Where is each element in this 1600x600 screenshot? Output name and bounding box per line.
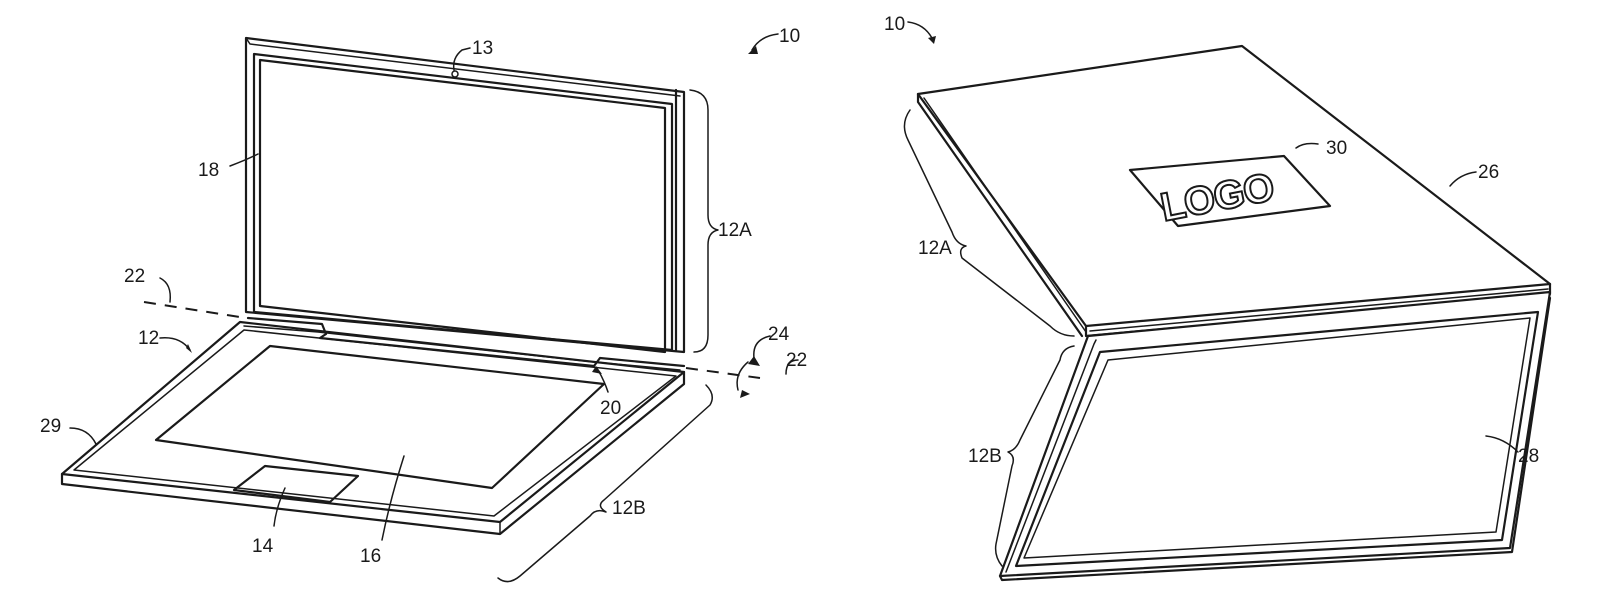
- camera-icon: [451, 70, 459, 78]
- device-arrow-icon: [751, 33, 779, 51]
- label-lower-housing-12B: 12B: [612, 498, 646, 519]
- label-rotation-24: 24: [768, 324, 790, 345]
- label-device-10: 10: [779, 26, 800, 47]
- bracket-12B-right: [994, 345, 1075, 567]
- left-laptop-view: 10 13 18 12A 22 12 24 22 20 29 12B 14 16: [40, 26, 807, 583]
- trackpad: [232, 464, 360, 504]
- right-folded-view: LOGO 10 30 26 12A 12B 28: [884, 14, 1552, 582]
- label-keyboard-16: 16: [360, 546, 381, 567]
- rear-display-panel: [998, 290, 1552, 582]
- label-lower-housing-12B-right: 12B: [968, 446, 1002, 467]
- bracket-12B: [497, 384, 713, 583]
- label-display-18: 18: [198, 160, 219, 181]
- label-device-10-right: 10: [884, 14, 905, 35]
- label-upper-housing-12A-right: 12A: [918, 238, 952, 259]
- hinge-axis-line: [143, 301, 247, 319]
- device-arrow-icon-right: [907, 21, 933, 39]
- label-trackpad-14: 14: [252, 536, 274, 557]
- rear-display-screen: [1023, 317, 1531, 559]
- logo-plate: LOGO: [1128, 154, 1332, 231]
- logo-text: LOGO: [1157, 165, 1277, 230]
- rotation-arrow-icon: [753, 335, 771, 359]
- label-logo-30: 30: [1326, 138, 1347, 159]
- lower-housing-base: [60, 316, 686, 536]
- keyboard-area: [154, 344, 606, 490]
- label-lid-surface-26: 26: [1478, 162, 1499, 183]
- label-hinge-axis-22-right: 22: [786, 350, 807, 371]
- label-edge-29: 29: [40, 416, 61, 437]
- label-hinge-20: 20: [600, 398, 621, 419]
- label-camera-13: 13: [472, 38, 493, 59]
- label-upper-housing-12A: 12A: [718, 220, 752, 241]
- label-hinge-axis-22: 22: [124, 266, 145, 287]
- label-housing-12: 12: [138, 328, 159, 349]
- upper-housing-lid: [244, 36, 686, 354]
- bracket-12A-right: [903, 109, 1075, 337]
- label-rear-display-28: 28: [1518, 446, 1539, 467]
- bracket-12A: [689, 89, 719, 353]
- display-screen: [258, 58, 667, 354]
